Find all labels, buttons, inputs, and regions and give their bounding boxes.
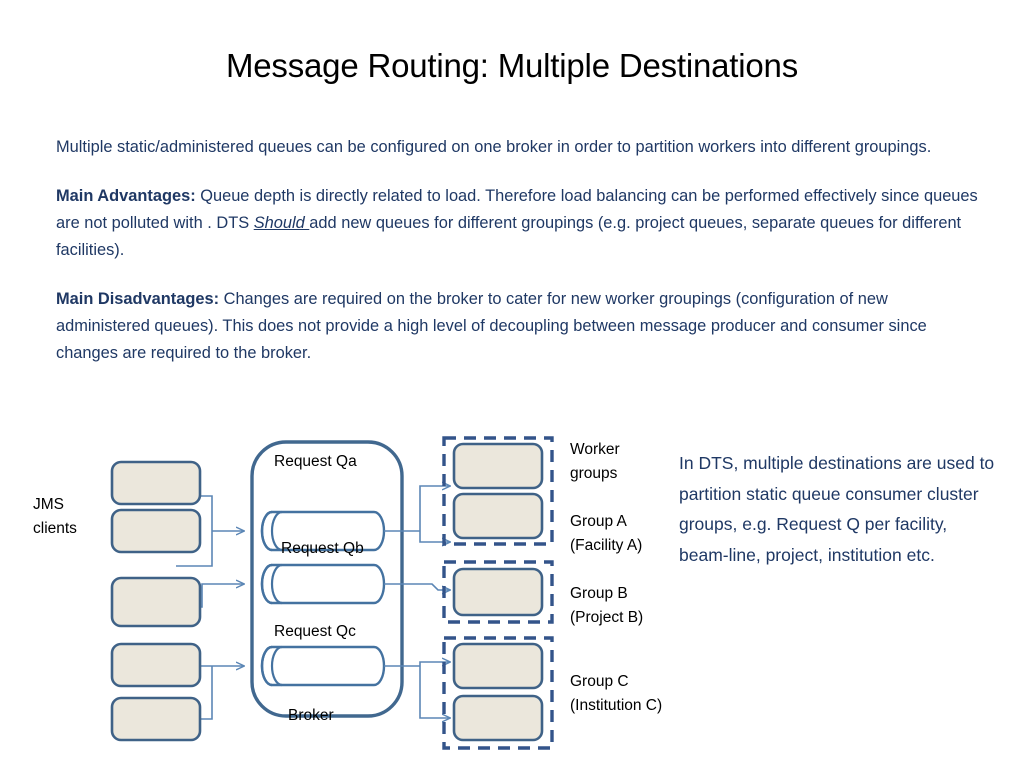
queue-qb-shape xyxy=(260,563,386,605)
worker-box-c1[interactable] xyxy=(452,642,544,690)
connector-qa-to-workerA1 xyxy=(419,486,450,531)
label-broker: Broker xyxy=(288,707,334,724)
label-group-c: Group C (Institution C) xyxy=(570,673,663,714)
client-box-1[interactable] xyxy=(110,460,202,506)
page-title: Message Routing: Multiple Destinations xyxy=(225,47,799,84)
paragraph-advantages: Main Advantages: Queue depth is directly… xyxy=(56,183,986,264)
connector-qa-to-workerA2 xyxy=(419,531,450,542)
worker-box-c2[interactable] xyxy=(452,694,544,742)
advantages-text-before: Queue depth is directly related to load.… xyxy=(56,187,978,232)
side-note-text: In DTS, multiple destinations are used t… xyxy=(679,453,995,565)
group-b-dashed-border xyxy=(442,560,554,624)
routing-diagram xyxy=(0,424,700,768)
connector-qc-to-workerC1 xyxy=(419,662,450,666)
disadvantages-text: Changes are required on the broker to ca… xyxy=(56,290,927,362)
queue-qc-shape xyxy=(260,645,386,687)
worker-box-a1[interactable] xyxy=(452,442,544,490)
jms-client-boxes xyxy=(110,460,202,742)
client-box-5[interactable] xyxy=(110,696,202,742)
advantages-emphasis: Should xyxy=(253,214,310,232)
client-box-2[interactable] xyxy=(110,508,202,554)
label-group-a: Group A (Facility A) xyxy=(570,513,643,554)
worker-group-a xyxy=(442,436,554,546)
body-copy: Multiple static/administered queues can … xyxy=(56,134,986,367)
client-box-3[interactable] xyxy=(110,576,202,628)
label-request-qa: Request Qa xyxy=(274,453,357,470)
connector-qc-to-workerC2 xyxy=(419,666,450,718)
label-request-qb: Request Qb xyxy=(281,540,364,557)
queue-qa-shape xyxy=(260,510,386,552)
label-group-b: Group B (Project B) xyxy=(570,585,644,626)
worker-group-b xyxy=(442,560,554,624)
client-box-4[interactable] xyxy=(110,642,202,688)
connectors-queue-to-group xyxy=(384,486,450,718)
group-a-dashed-border xyxy=(442,436,554,546)
paragraph-intro-text: Multiple static/administered queues can … xyxy=(56,138,932,156)
label-worker-groups: Worker groups xyxy=(570,441,620,482)
label-jms-clients: JMS clients xyxy=(33,496,77,537)
worker-box-a2[interactable] xyxy=(452,492,544,540)
paragraph-disadvantages: Main Disadvantages: Changes are required… xyxy=(56,286,986,367)
paragraph-intro: Multiple static/administered queues can … xyxy=(56,134,986,161)
label-request-qc: Request Qc xyxy=(274,623,356,640)
worker-box-b1[interactable] xyxy=(452,567,544,617)
worker-group-c xyxy=(442,636,554,750)
connector-qb-to-workerB1 xyxy=(384,583,450,590)
group-c-dashed-border xyxy=(442,636,554,750)
disadvantages-lead: Main Disadvantages: xyxy=(56,290,220,308)
broker-container xyxy=(250,440,404,718)
connector-client2-to-qa xyxy=(176,531,213,567)
advantages-text-after: add new queues for different groupings (… xyxy=(56,214,962,259)
advantages-lead: Main Advantages: xyxy=(56,187,196,205)
